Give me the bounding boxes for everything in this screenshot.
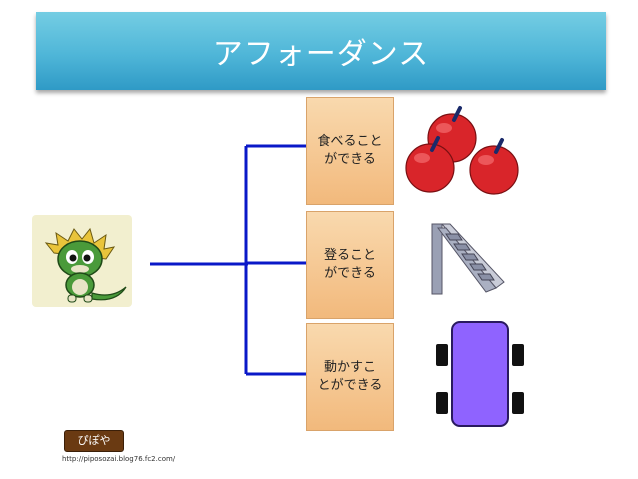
apples-icon <box>405 106 519 195</box>
title-banner: アフォーダンス <box>36 12 606 90</box>
green-dragon-mascot-icon <box>44 227 127 303</box>
affordance-label-climb: 登ること ができる <box>323 248 376 281</box>
affordance-label-move: 動かすこ とができる <box>317 360 383 393</box>
source-url[interactable]: http://piposozai.blog76.fc2.com/ <box>62 455 176 463</box>
affordance-box-eat: 食べること ができる <box>306 97 394 205</box>
affordance-box-climb: 登ること ができる <box>306 211 394 319</box>
page-title: アフォーダンス <box>212 37 430 72</box>
cart-icon <box>436 321 524 427</box>
logo-text: ぴぽや <box>77 434 111 447</box>
pipoya-logo: ぴぽや <box>64 430 124 452</box>
affordance-label-eat: 食べること ができる <box>317 134 383 167</box>
affordance-box-move: 動かすこ とができる <box>306 323 394 431</box>
ladder-icon <box>431 223 505 295</box>
mascot-image <box>32 215 132 307</box>
